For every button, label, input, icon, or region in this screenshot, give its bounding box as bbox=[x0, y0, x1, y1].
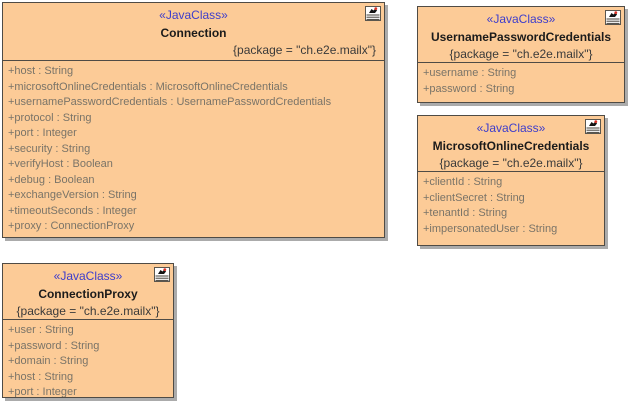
class-header: «JavaClass» ConnectionProxy {package = "… bbox=[3, 264, 173, 320]
class-header: «JavaClass» Connection {package = "ch.e2… bbox=[3, 3, 384, 61]
attributes-compartment: +host : String +microsoftOnlineCredentia… bbox=[3, 61, 384, 237]
attribute-line: +clientId : String bbox=[423, 176, 503, 188]
attribute-line: +proxy : ConnectionProxy bbox=[8, 220, 135, 232]
attribute-line: +exchangeVersion : String bbox=[8, 189, 137, 201]
class-box-connection[interactable]: «JavaClass» Connection {package = "ch.e2… bbox=[2, 2, 385, 238]
package-label: {package = "ch.e2e.mailx"} bbox=[439, 156, 583, 170]
stereotype-label: «JavaClass» bbox=[476, 121, 546, 135]
attribute-line: +security : String bbox=[8, 142, 91, 155]
class-box-connection-proxy[interactable]: «JavaClass» ConnectionProxy {package = "… bbox=[2, 263, 174, 398]
attribute-line: +user : String bbox=[8, 324, 74, 336]
attributes-compartment: +username : String +password : String bbox=[418, 63, 624, 99]
attribute-line: +password : String bbox=[8, 339, 100, 352]
attributes-compartment: +user : String +password : String +domai… bbox=[3, 320, 173, 398]
package-label: {package = "ch.e2e.mailx"} bbox=[233, 43, 376, 57]
attribute-line: +domain : String bbox=[8, 355, 89, 367]
attribute-line: +impersonatedUser : String bbox=[423, 222, 558, 235]
attribute-line: +timeoutSeconds : Integer bbox=[8, 204, 137, 217]
attribute-line: +clientSecret : String bbox=[423, 191, 525, 204]
attribute-line: +password : String bbox=[423, 82, 515, 95]
package-label: {package = "ch.e2e.mailx"} bbox=[449, 47, 593, 61]
attribute-line: +debug : Boolean bbox=[8, 173, 95, 186]
attribute-line: +username : String bbox=[423, 67, 517, 79]
java-class-icon bbox=[365, 6, 381, 21]
attribute-line: +host : String bbox=[8, 370, 74, 383]
class-box-username-password-credentials[interactable]: «JavaClass» UsernamePasswordCredentials … bbox=[417, 6, 625, 103]
class-name: Connection bbox=[160, 26, 227, 40]
class-header: «JavaClass» MicrosoftOnlineCredentials {… bbox=[418, 116, 604, 172]
class-name: UsernamePasswordCredentials bbox=[430, 30, 612, 44]
attributes-compartment: +clientId : String +clientSecret : Strin… bbox=[418, 172, 604, 239]
attribute-line: +tenantId : String bbox=[423, 207, 508, 219]
class-header: «JavaClass» UsernamePasswordCredentials … bbox=[418, 7, 624, 63]
attribute-line: +port : Integer bbox=[8, 127, 77, 139]
stereotype-label: «JavaClass» bbox=[486, 12, 556, 26]
package-label: {package = "ch.e2e.mailx"} bbox=[16, 304, 160, 318]
java-class-icon bbox=[585, 119, 601, 134]
class-name: MicrosoftOnlineCredentials bbox=[432, 139, 590, 153]
class-box-microsoft-online-credentials[interactable]: «JavaClass» MicrosoftOnlineCredentials {… bbox=[417, 115, 605, 246]
stereotype-label: «JavaClass» bbox=[53, 269, 123, 283]
java-class-icon bbox=[605, 10, 621, 25]
attribute-line: +protocol : String bbox=[8, 111, 92, 124]
attribute-line: +usernamePasswordCredentials : UsernameP… bbox=[8, 96, 332, 108]
class-name: ConnectionProxy bbox=[38, 287, 138, 301]
attribute-line: +host : String bbox=[8, 65, 74, 77]
attribute-line: +port : Integer bbox=[8, 386, 77, 398]
attribute-line: +microsoftOnlineCredentials : MicrosoftO… bbox=[8, 80, 288, 93]
attribute-line: +verifyHost : Boolean bbox=[8, 158, 113, 170]
java-class-icon bbox=[154, 267, 170, 282]
stereotype-label: «JavaClass» bbox=[159, 8, 228, 22]
